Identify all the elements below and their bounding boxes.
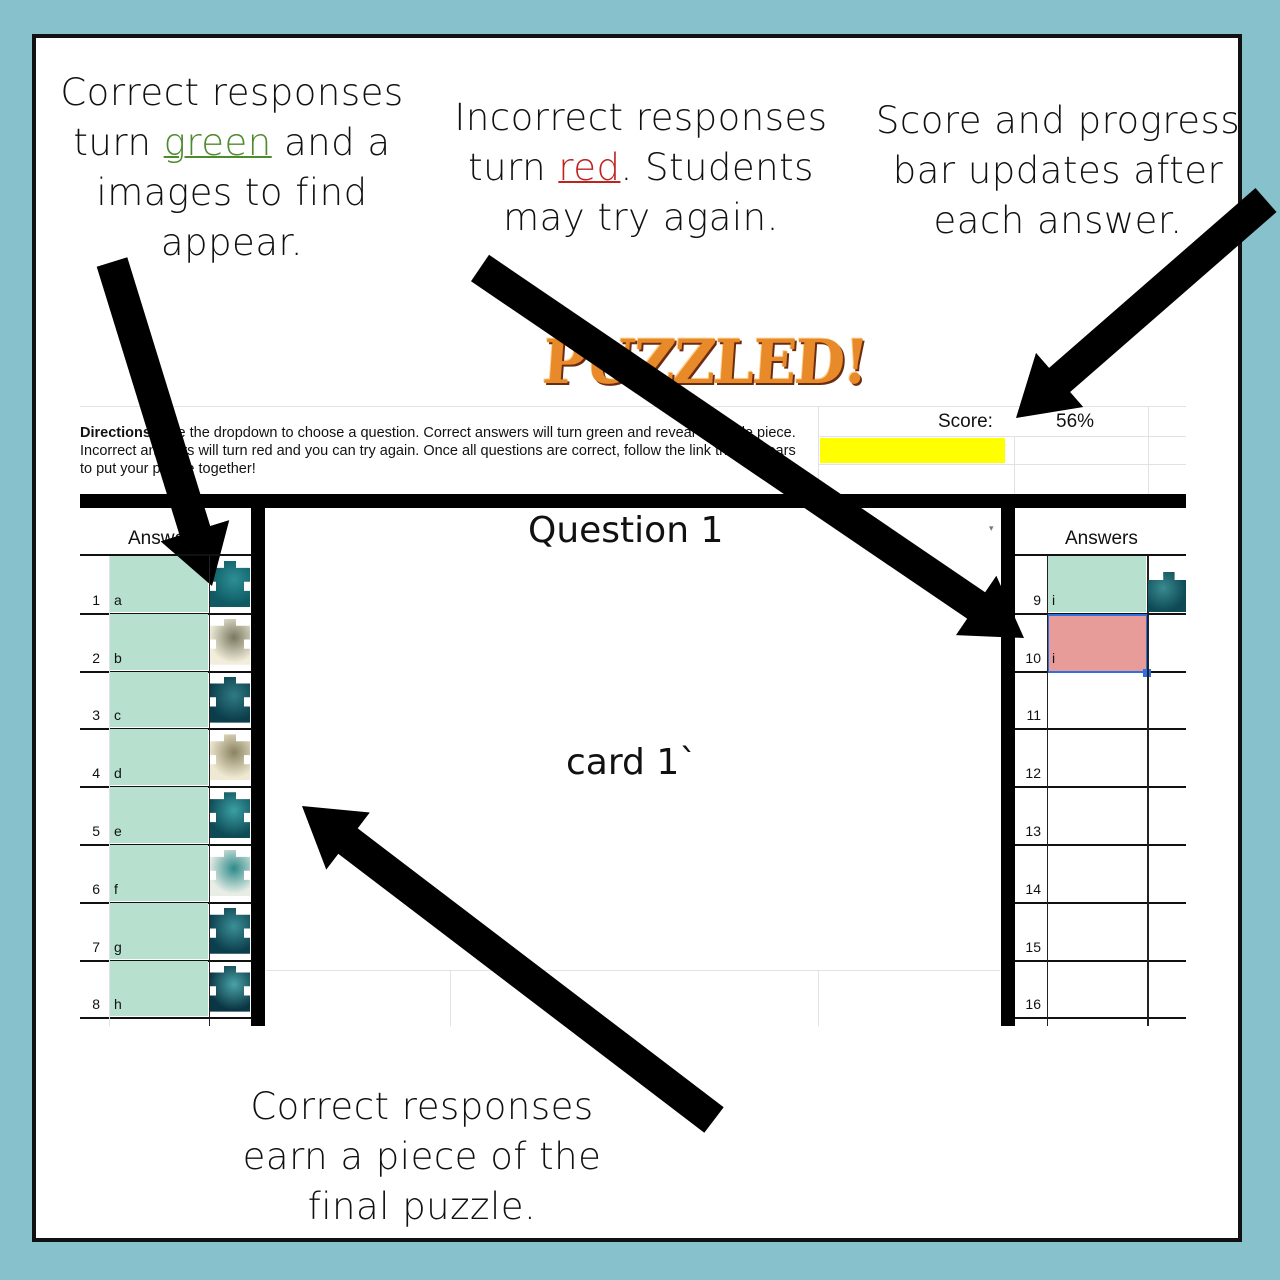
row-number: 6 [92,880,100,897]
row-number: 15 [1025,938,1041,955]
directions-label: Directions: [80,425,156,441]
row-number: 13 [1025,823,1041,839]
table-row-line [1015,959,1186,962]
callout-text: turn [73,121,164,164]
callout-line: each answer. [933,199,1183,242]
table-row-line [1015,844,1186,846]
row-number: 11 [1026,707,1041,724]
score-value: 56% [1056,411,1095,432]
answer-cell-correct[interactable] [1048,556,1146,612]
right-answers-header: Answers [1065,528,1138,549]
grid-line [450,970,451,1026]
question-card-text: card 1` [566,742,698,783]
row-number: 1 [92,591,100,608]
dropdown-arrow-icon[interactable]: ▾ [989,524,994,534]
answer-value: g [114,938,122,955]
table-row-line [1015,901,1186,904]
answer-cell-correct[interactable] [110,787,208,843]
table-row-line [80,1017,252,1020]
answer-value: f [114,880,118,897]
puzzle-piece-icon [210,618,250,665]
answer-value: e [114,823,122,839]
callout-line: appear. [160,221,304,264]
callout-puzzle-piece: Correct responses earn a piece of the fi… [232,1082,612,1232]
answer-cell-incorrect[interactable] [1047,613,1148,673]
callout-line: Correct responses [60,71,404,114]
grid-line [818,436,1186,437]
table-header-line [1015,554,1186,556]
progress-bar [820,438,1005,463]
puzzle-piece-icon [210,676,250,723]
grid-line [818,970,819,1026]
table-header-line [80,554,252,556]
callout-line: bar updates after [892,149,1224,192]
puzzle-piece-icon [210,850,250,896]
answer-value: a [114,591,122,608]
row-number: 3 [92,707,100,724]
callout-text: and a [271,121,391,164]
puzzle-piece-icon [210,965,250,1012]
row-number: 10 [1025,649,1041,666]
column-divider [109,556,110,1026]
answer-value: h [114,996,122,1013]
callout-line: Correct responses [250,1085,594,1128]
answer-value: d [114,765,122,782]
callout-line: final puzzle. [307,1185,537,1228]
grid-line [80,406,1186,407]
callout-text: turn [468,146,559,189]
puzzle-piece-icon [210,907,250,954]
answer-value: b [114,649,122,666]
row-number: 16 [1025,996,1041,1013]
grid-line [818,464,1186,465]
answer-cell-correct[interactable] [110,845,208,901]
grid-line [1148,406,1149,494]
callout-line: earn a piece of the [242,1135,602,1178]
callout-line: turn green and a [52,118,412,168]
score-label: Score: [938,411,993,432]
row-number: 5 [92,823,100,839]
row-number: 12 [1025,765,1041,782]
row-number: 14 [1025,880,1041,897]
callout-line: Score and progress [875,99,1241,142]
answer-value: i [1052,649,1056,666]
row-number: 7 [92,938,100,955]
question-title[interactable]: Question 1 [528,510,724,551]
puzzle-piece-icon [210,561,250,607]
column-divider [1147,556,1149,1026]
row-number: 9 [1033,591,1041,608]
answer-cell-correct[interactable] [110,671,208,728]
callout-line: images to find [96,171,368,214]
grid-line [818,406,819,494]
callout-score-progress: Score and progress bar updates after eac… [868,96,1248,246]
callout-line: Incorrect responses [454,96,828,139]
puzzle-piece-icon [210,734,250,781]
answer-cell-correct[interactable] [110,960,208,1017]
row-number: 4 [92,765,100,782]
answer-cell-correct[interactable] [110,613,208,670]
puzzle-piece-icon [210,792,250,839]
column-divider [209,556,210,1026]
row-number: 8 [92,996,100,1013]
green-word: green [163,121,272,164]
question-left-border [251,494,265,1026]
answer-value: i [1052,591,1056,608]
callout-line: turn red. Students [446,143,836,193]
grid-line [266,970,1000,971]
grid-line [1014,436,1015,494]
callout-incorrect-red: Incorrect responses turn red. Students m… [446,93,836,243]
answer-cell-correct[interactable] [110,729,208,786]
red-word: red [558,146,621,189]
column-divider [1047,556,1048,1026]
sheet-top-border [80,494,1186,508]
table-row-line [1015,728,1186,731]
answer-value: c [114,707,121,724]
callout-text: . Students [620,146,814,189]
table-row-line [1015,786,1186,789]
table-row-line [1015,1017,1186,1020]
callout-line: may try again. [503,196,779,239]
answer-cell-correct[interactable] [110,902,208,959]
question-right-border [1001,494,1015,1026]
row-number: 2 [92,649,100,666]
callout-correct-green: Correct responses turn green and a image… [52,68,412,268]
